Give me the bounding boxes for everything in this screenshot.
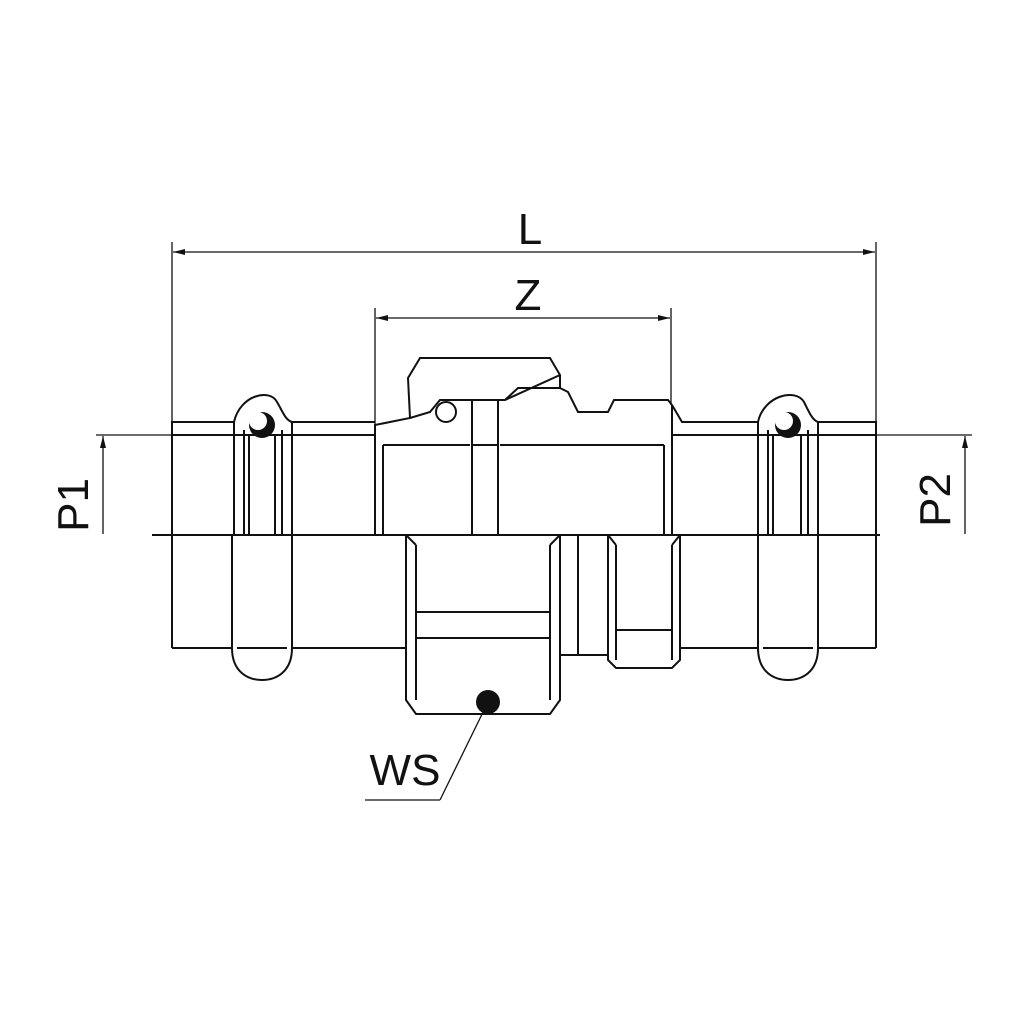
dimension-l: L xyxy=(171,205,877,430)
dimension-z-label: Z xyxy=(515,271,542,320)
dimension-p2: P2 xyxy=(800,434,972,534)
dimension-l-label: L xyxy=(518,205,542,254)
dimension-p1: P1 xyxy=(49,434,245,534)
dimension-p2-label: P2 xyxy=(911,473,960,527)
fitting-upper-half xyxy=(171,357,877,536)
dimension-ws: WS xyxy=(365,701,489,801)
dimension-p1-label: P1 xyxy=(49,478,98,532)
dimension-ws-label: WS xyxy=(370,746,441,795)
fitting-lower-half xyxy=(171,534,877,715)
dimension-z: Z xyxy=(374,271,672,425)
